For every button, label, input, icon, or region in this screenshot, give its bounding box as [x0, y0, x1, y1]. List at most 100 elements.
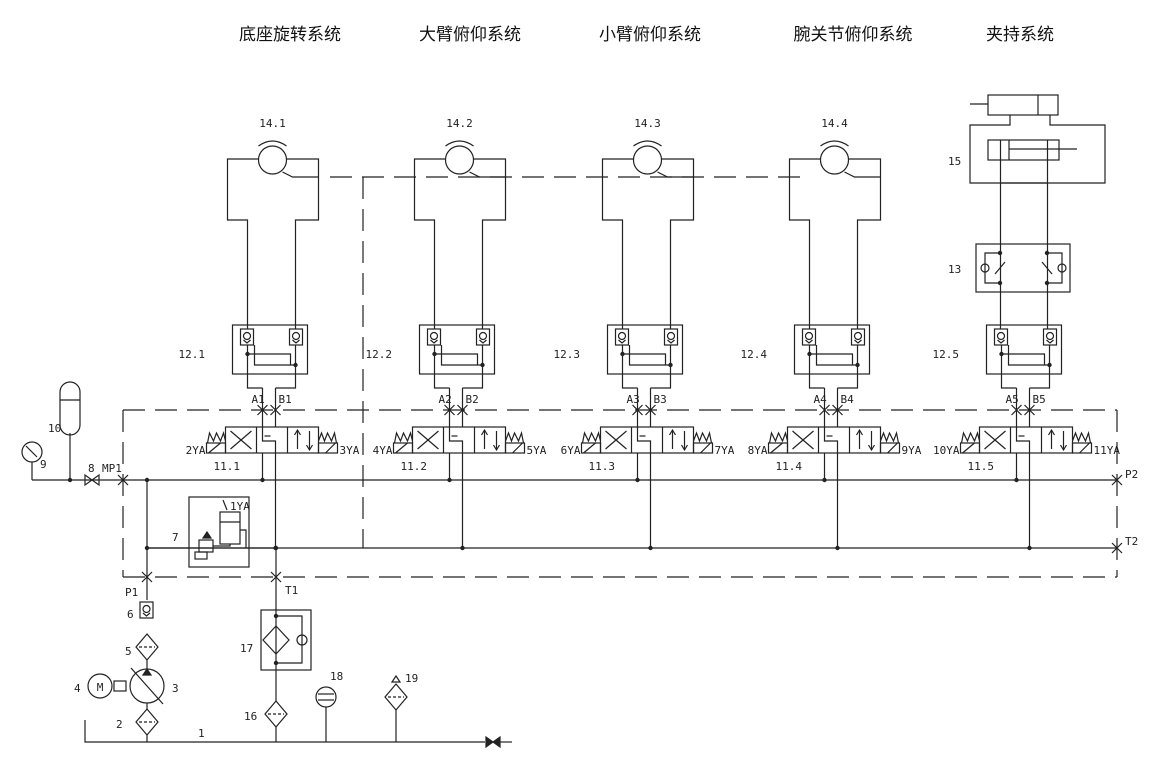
valve-center-path	[823, 427, 839, 453]
subsystem-title: 底座旋转系统	[239, 25, 341, 45]
suction-filter-label: 2	[116, 718, 123, 731]
drain-line	[282, 171, 319, 178]
valve-cross-arrow	[417, 430, 439, 450]
breather-icon	[390, 674, 402, 683]
port-cross	[1111, 542, 1123, 554]
pipe-line	[837, 345, 859, 389]
spring-icon	[317, 430, 338, 444]
accumulator-icon	[59, 381, 81, 436]
solenoid-slash	[208, 442, 221, 454]
solenoid-label: 9YA	[902, 444, 922, 457]
junction-dot	[67, 477, 73, 483]
solenoid-left	[959, 442, 981, 454]
check-seat	[430, 339, 438, 344]
port-b-label: B3	[654, 393, 667, 406]
cylinder-label: 15	[948, 155, 961, 168]
junction-dot	[1044, 250, 1050, 256]
rotation-arrow-icon	[258, 140, 287, 147]
check-ball	[142, 604, 151, 614]
drain-line	[469, 171, 506, 178]
junction-dot	[807, 351, 812, 357]
directional-valve-body	[411, 426, 507, 454]
pilot-line	[809, 353, 854, 365]
junction-dot	[855, 362, 860, 368]
pipe-line	[462, 345, 484, 389]
rotation-arrow-icon	[820, 140, 849, 147]
relief-solenoid-label: 1YA	[230, 500, 250, 513]
junction-dot	[635, 477, 640, 483]
valve-center-path	[448, 427, 464, 453]
spring-icon	[960, 430, 981, 444]
hydraulic-motor-icon	[444, 145, 475, 175]
spring-icon	[206, 430, 227, 444]
actuator-line	[848, 158, 882, 329]
relief-valve-block	[188, 496, 250, 568]
check-ball	[666, 331, 676, 341]
junction-dot	[144, 477, 150, 483]
throttle-arrow-icon	[994, 261, 1053, 275]
arrowhead	[1059, 444, 1068, 452]
solenoid-left	[205, 442, 227, 454]
junction-dot	[835, 545, 840, 551]
valve-label: 11.1	[214, 460, 241, 473]
port-cross	[1011, 404, 1022, 416]
junction-dot	[668, 362, 673, 368]
directional-valve-body	[599, 426, 695, 454]
check-seat	[479, 339, 487, 344]
valve-label: 11.5	[968, 460, 995, 473]
port-cross	[457, 404, 468, 416]
cylinder-top	[987, 94, 1059, 116]
port-cross	[832, 404, 843, 416]
pilot-check-block	[985, 324, 1063, 375]
solenoid-slash	[887, 442, 898, 454]
port-p2-label: P2	[1125, 468, 1138, 481]
pipe-line	[1000, 345, 1017, 389]
junction-dot	[460, 545, 465, 551]
arrowhead	[305, 444, 314, 452]
port-cross	[257, 404, 268, 416]
port-b-label: B1	[279, 393, 292, 406]
subsystem-title: 小臂俯仰系统	[599, 25, 701, 45]
junction-dot	[293, 362, 298, 368]
solenoid-left	[767, 442, 789, 454]
tank-line	[84, 720, 485, 743]
subsystem-title: 腕关节俯仰系统	[794, 25, 913, 45]
relief-valve-icon	[198, 539, 214, 553]
arrowhead	[480, 428, 489, 436]
variable-arrow	[130, 667, 164, 705]
bypass-check-ball	[296, 634, 308, 646]
check-ball	[853, 331, 863, 341]
check-seat	[618, 339, 626, 344]
arrowhead	[668, 428, 677, 436]
junction-dot	[1014, 477, 1019, 483]
shutoff-label: 8	[88, 462, 95, 475]
pilot-line	[1001, 353, 1046, 365]
port-b-label: B2	[466, 393, 479, 406]
port-a-label: A3	[627, 393, 640, 406]
junction-dot	[822, 477, 827, 483]
bypass-line	[276, 615, 303, 664]
check-ball	[996, 331, 1006, 341]
pilot-line	[815, 345, 858, 366]
rotation-arrow-icon	[445, 140, 474, 147]
solenoid-label: 4YA	[373, 444, 393, 457]
shutoff-valve-icon	[84, 473, 100, 487]
arrowhead	[201, 530, 213, 539]
hydraulic-motor-icon	[819, 145, 850, 175]
relief-pilot	[194, 551, 208, 560]
arrowhead	[855, 428, 864, 436]
port-t1-label: T1	[285, 584, 298, 597]
check-ball	[980, 263, 990, 273]
solenoid-slash	[962, 442, 975, 454]
check-ball	[1057, 263, 1067, 273]
throttle-check-block	[975, 243, 1071, 293]
valve-center-path	[261, 427, 277, 453]
return-filter-label: 16	[244, 710, 257, 723]
port-a-label: A4	[814, 393, 828, 406]
solenoid-label: 8YA	[748, 444, 768, 457]
filter-label: 5	[125, 645, 132, 658]
check-ball	[617, 331, 627, 341]
valve-cross-arrow	[984, 430, 1006, 450]
solenoid-slash	[325, 442, 336, 454]
actuator-line	[286, 158, 320, 329]
